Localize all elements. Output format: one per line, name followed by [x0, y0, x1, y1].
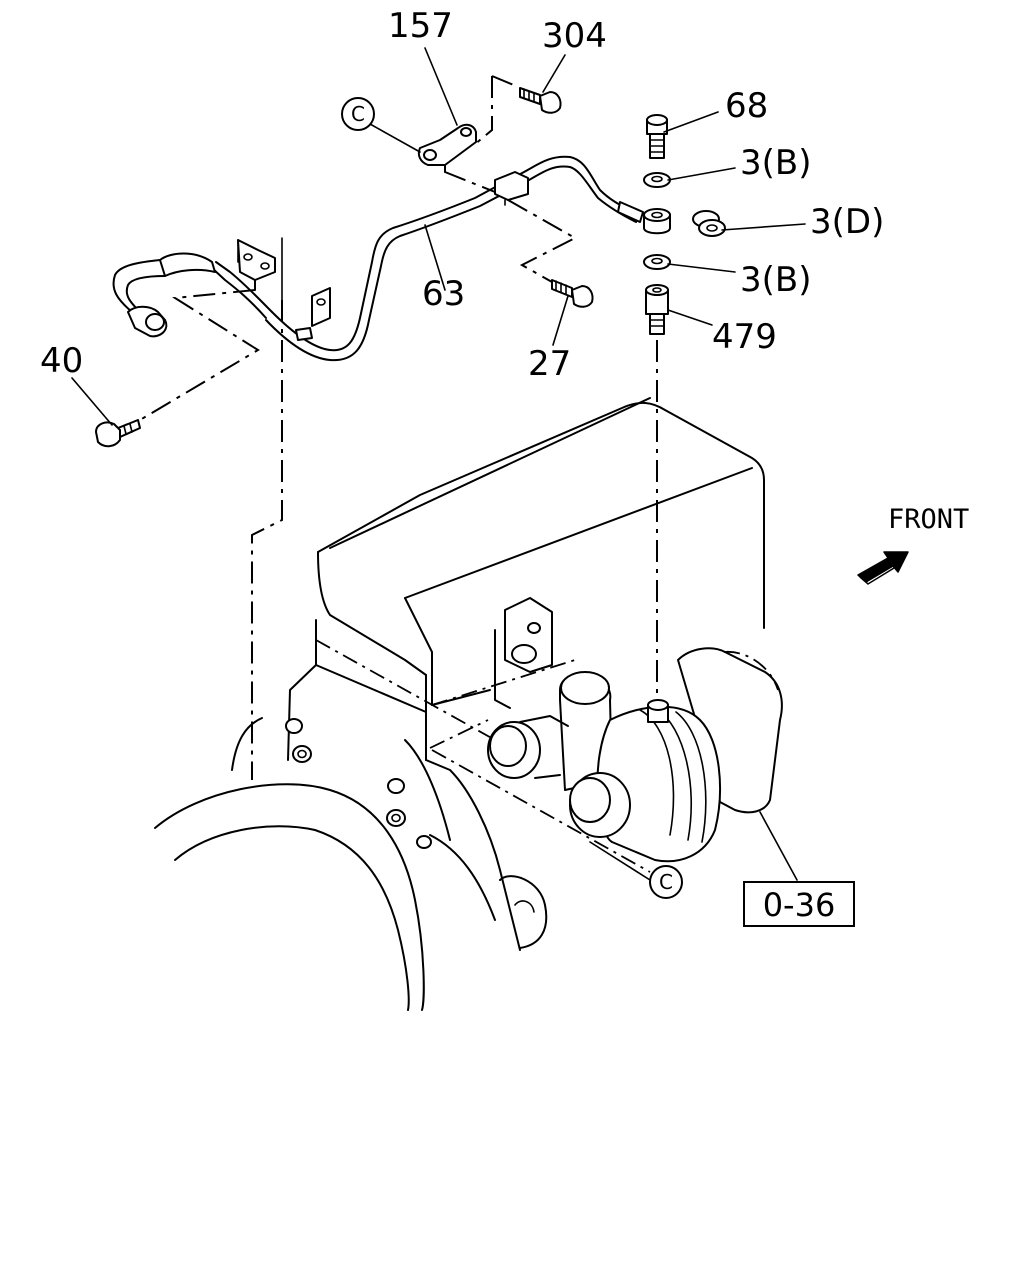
bolt-68	[646, 114, 668, 159]
pipe-assembly	[112, 123, 644, 362]
bolt-304	[519, 87, 562, 114]
callout-27: 27	[528, 344, 571, 384]
svg-text:C: C	[351, 102, 365, 126]
callout-304: 304	[542, 16, 607, 56]
fitting-block	[643, 208, 671, 235]
callout-68: 68	[725, 86, 768, 126]
callout-3d: 3(D)	[810, 202, 884, 242]
connector-marker-bottom: C	[649, 865, 683, 899]
block-bolts	[285, 718, 432, 849]
svg-text:C: C	[659, 870, 673, 894]
callout-3b-top: 3(B)	[740, 143, 812, 183]
bolt-40	[95, 419, 141, 448]
callout-479: 479	[712, 317, 777, 357]
front-arrow-icon	[857, 551, 909, 585]
front-direction-label: FRONT	[888, 504, 969, 535]
callout-63: 63	[422, 274, 465, 314]
callout-157: 157	[388, 6, 453, 46]
cover-bracket	[494, 597, 553, 709]
washer-3b-bottom	[643, 254, 671, 270]
washer-3b-top	[643, 172, 671, 188]
callout-40: 40	[40, 341, 83, 381]
washer-3d	[692, 210, 726, 237]
adapter-479	[645, 284, 669, 335]
callout-3b-bottom: 3(B)	[740, 260, 812, 300]
bolt-27	[551, 279, 594, 308]
leader-lines	[71, 47, 806, 881]
reference-box: 0-36	[743, 881, 855, 927]
phantom-lines	[139, 75, 658, 780]
connector-marker-top: C	[341, 97, 375, 131]
vacuum-booster	[429, 647, 783, 873]
engine-assembly	[154, 397, 765, 1011]
svg-text:0-36: 0-36	[763, 886, 836, 924]
